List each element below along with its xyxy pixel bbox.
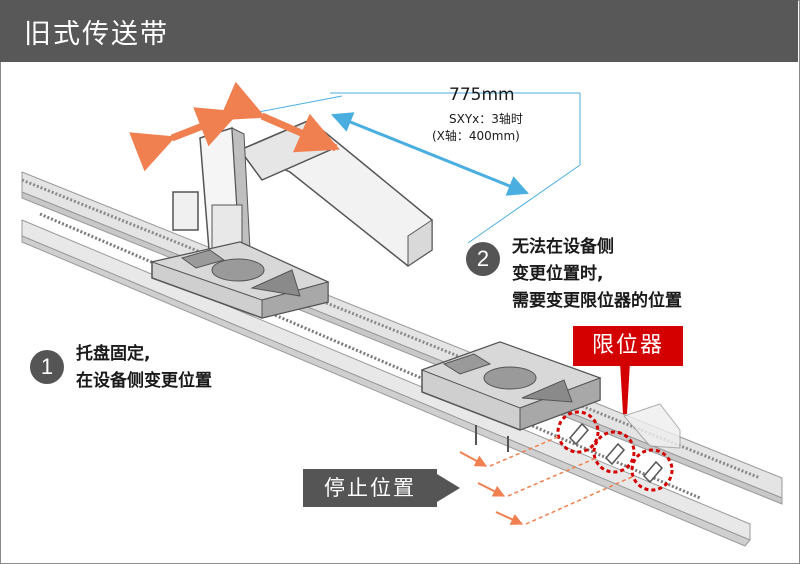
dimension-value: 775mm [449,85,515,105]
step-1-note: 托盘固定, 在设备侧变更位置 [76,341,212,395]
step-1-line-1: 托盘固定, [76,344,151,364]
limiter-label: 限位器 [573,326,683,366]
stop-position-label: 停止位置 [303,469,437,507]
step-1-badge: 1 [30,350,64,384]
stop-label-pointer [437,474,460,502]
dimension-note-2: (X轴：400mm) [432,129,520,143]
step-2-badge: 2 [466,242,500,276]
dimension-note-1: SXYx：3轴时 [449,112,523,126]
header-bar: 旧式传送带 [0,0,798,62]
step-2-line-2: 变更位置时, [512,264,604,284]
robot-arm [172,119,433,267]
pallet-at-stop [420,341,602,452]
stop-position-lines [459,435,635,525]
step-1-line-2: 在设备侧变更位置 [76,371,212,391]
movement-arrows [129,81,340,172]
step-2-note: 无法在设备侧 变更位置时, 需要变更限位器的位置 [512,234,682,315]
step-2-line-1: 无法在设备侧 [512,237,614,257]
limiters [556,362,681,492]
page-title: 旧式传送带 [24,19,169,50]
pallet-at-device [150,241,330,319]
step-2-line-3: 需要变更限位器的位置 [512,291,682,311]
